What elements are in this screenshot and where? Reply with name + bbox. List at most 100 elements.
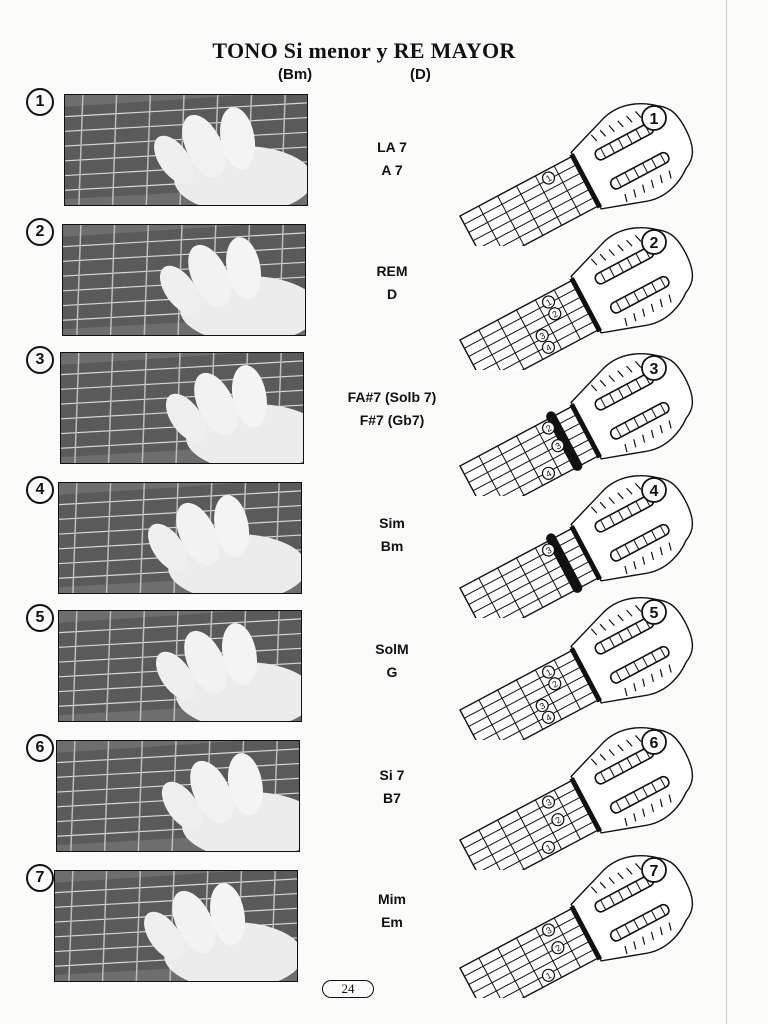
finger-number: 2 xyxy=(554,815,563,826)
finger-dot xyxy=(541,795,556,809)
diagram-number: 6 xyxy=(650,735,659,752)
chord-label: FA#7 (Solb 7) F#7 (Gb7) xyxy=(330,386,454,432)
hand-photo-image xyxy=(65,95,307,205)
finger-number: 1 xyxy=(544,297,553,308)
chord-label: SolM G xyxy=(330,638,454,684)
chord-label: Si 7 B7 xyxy=(330,764,454,810)
chord-name-spanish: REM xyxy=(376,263,408,279)
finger-number: 1 xyxy=(544,667,553,678)
barre-marker xyxy=(546,411,583,471)
diagram-number-badge xyxy=(641,599,667,625)
row-number-badge: 7 xyxy=(26,864,54,892)
subtitle-d: (D) xyxy=(410,66,431,83)
hand-photo xyxy=(64,94,308,206)
page-number: 24 xyxy=(322,980,374,998)
finger-dot xyxy=(535,328,549,343)
finger-dot xyxy=(551,941,565,955)
finger-number: 4 xyxy=(544,342,553,353)
finger-number: 3 xyxy=(554,441,563,452)
row-number-badge: 6 xyxy=(26,734,54,762)
finger-dot xyxy=(541,665,556,679)
finger-dot xyxy=(551,813,565,827)
chord-name-spanish: Mim xyxy=(378,891,406,907)
diagram-number-badge xyxy=(641,477,667,503)
finger-dot xyxy=(541,710,556,724)
chord-name-english: Em xyxy=(381,914,403,930)
finger-number: 3 xyxy=(544,545,553,556)
finger-number: 4 xyxy=(544,712,553,723)
nut xyxy=(569,525,603,581)
chord-name-spanish: Si 7 xyxy=(379,767,405,783)
finger-dot xyxy=(541,340,556,354)
finger-dot xyxy=(541,968,556,982)
finger-number: 2 xyxy=(550,309,559,320)
chord-label: Mim Em xyxy=(330,888,454,934)
finger-number: 1 xyxy=(544,842,553,853)
chord-name-english: Bm xyxy=(380,538,404,554)
finger-dot xyxy=(541,295,556,309)
hand-photo xyxy=(60,352,304,464)
page-header: TONO Si menor y RE MAYOR xyxy=(0,38,728,64)
nut xyxy=(569,277,603,333)
finger-number: 3 xyxy=(544,925,553,936)
finger-number: 3 xyxy=(544,797,553,808)
finger-dot xyxy=(548,307,562,321)
hand-photo xyxy=(54,870,298,982)
barre-marker xyxy=(546,533,583,593)
row-number-badge: 3 xyxy=(26,346,54,374)
hand-photo-image xyxy=(55,871,297,981)
chord-name-english: G xyxy=(386,664,398,680)
diagram-number: 2 xyxy=(650,235,659,252)
finger-dot xyxy=(541,840,556,854)
finger-dot xyxy=(548,677,562,691)
chord-name-spanish: SolM xyxy=(375,641,409,657)
chord-name-spanish: LA 7 xyxy=(377,139,407,155)
finger-number: 2 xyxy=(550,679,559,690)
diagram-number-badge xyxy=(641,729,667,755)
nut xyxy=(569,905,603,961)
hand-photo-image xyxy=(63,225,305,335)
hand-photo-image xyxy=(61,353,303,463)
nut xyxy=(569,777,603,833)
nut xyxy=(569,647,603,703)
finger-dot xyxy=(541,421,556,435)
nut xyxy=(569,153,603,209)
diagram-number-badge xyxy=(641,857,667,883)
guitar-neck-diagram: 3 2 1 7 xyxy=(438,818,698,1019)
diagram-number: 7 xyxy=(650,863,659,880)
hand-photo xyxy=(58,482,302,594)
hand-photo-image xyxy=(59,483,301,593)
page-title: TONO Si menor y RE MAYOR xyxy=(212,38,516,63)
chord-name-spanish: FA#7 (Solb 7) xyxy=(347,389,437,405)
row-number-badge: 1 xyxy=(26,88,54,116)
diagram-number: 4 xyxy=(650,483,659,500)
chord-name-spanish: Sim xyxy=(379,515,405,531)
hand-photo xyxy=(56,740,300,852)
row-number-badge: 4 xyxy=(26,476,54,504)
hand-photo xyxy=(58,610,302,722)
diagram-number: 1 xyxy=(650,111,659,128)
finger-number: 2 xyxy=(544,423,553,434)
hand-photo-image xyxy=(57,741,299,851)
row-number-badge: 2 xyxy=(26,218,54,246)
chord-label: REM D xyxy=(330,260,454,306)
finger-number: 4 xyxy=(544,468,553,479)
finger-dot xyxy=(551,439,565,453)
finger-dot xyxy=(541,923,556,937)
hand-photo xyxy=(62,224,306,336)
finger-number: 1 xyxy=(544,970,553,981)
page-edge-line xyxy=(726,0,727,1024)
diagram-number-badge xyxy=(641,355,667,381)
chord-row-4: 4 Sim Bm 3 4 xyxy=(0,475,728,639)
diagram-number: 5 xyxy=(650,605,659,622)
